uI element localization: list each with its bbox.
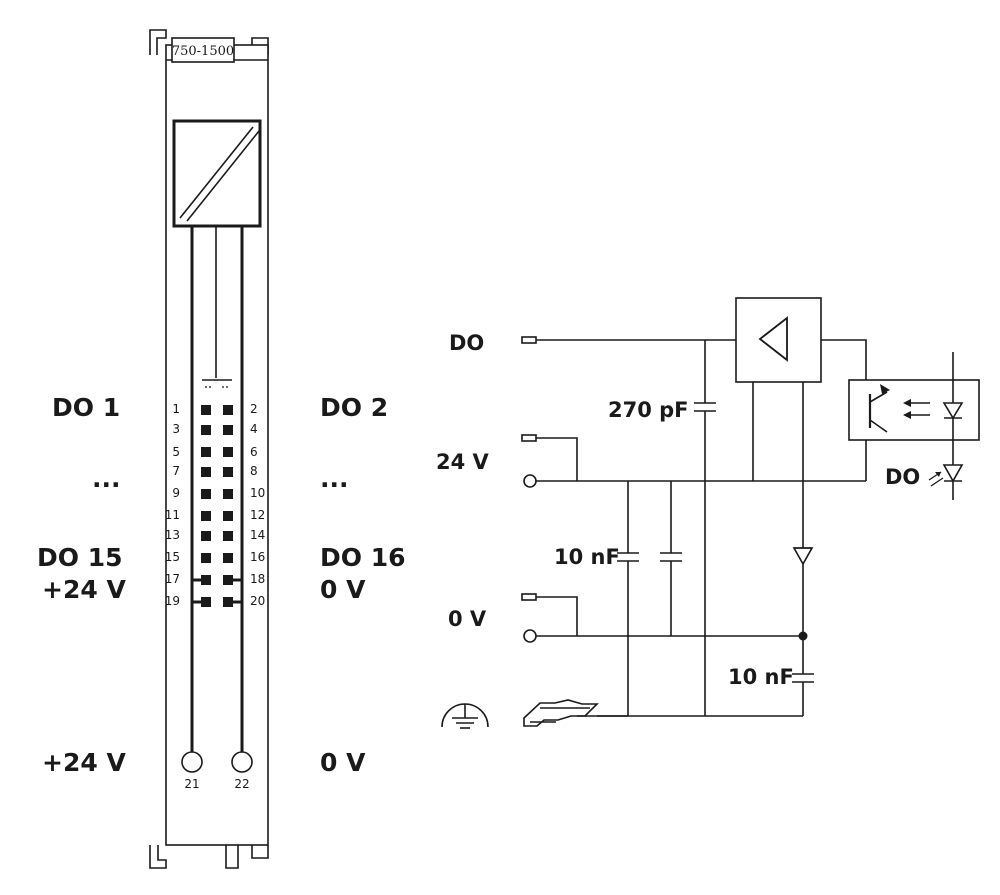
- terminal-square: [223, 597, 233, 607]
- terminal-square: [201, 489, 211, 499]
- circuit-schematic: [441, 297, 980, 729]
- pin-number: 9: [172, 486, 180, 500]
- pin-numbers: 1 3 5 7 9 11 13 15 17 19 2 4 6 8 10 12 1…: [165, 402, 266, 608]
- din-rail-icon: [523, 699, 628, 727]
- earth-ground-icon: [441, 703, 489, 729]
- label-cap-10nf-a: 10 nF: [554, 545, 620, 569]
- terminal-square: [201, 425, 211, 435]
- pin-number: 20: [250, 594, 265, 608]
- label-do1: DO 1: [52, 393, 120, 422]
- label-led-do: DO: [885, 465, 920, 489]
- terminal-24v-top: [521, 434, 537, 442]
- pin-number: 21: [184, 777, 199, 791]
- label-0v-bottom: 0 V: [320, 748, 366, 777]
- terminal-square: [201, 553, 211, 563]
- label-cap-270pf: 270 pF: [608, 398, 689, 422]
- pin-number: 19: [165, 594, 180, 608]
- label-0v: 0 V: [320, 575, 366, 604]
- terminal-square: [201, 467, 211, 477]
- pin-number: 7: [172, 464, 180, 478]
- terminal-do: [521, 336, 537, 344]
- label-plus24v-bottom: +24 V: [42, 748, 126, 777]
- pin-number: 2: [250, 402, 258, 416]
- terminal-square: [223, 575, 233, 585]
- pin-number: 10: [250, 486, 265, 500]
- pin-number: 4: [250, 422, 258, 436]
- terminal-square: [223, 425, 233, 435]
- isolation-converter-symbol: [172, 119, 262, 228]
- pin-number: 13: [165, 528, 180, 542]
- module-internal-conductors: [190, 226, 244, 752]
- label-do2: DO 2: [320, 393, 388, 422]
- pin-number: 17: [165, 572, 180, 586]
- pin-number: 3: [172, 422, 180, 436]
- terminal-24v: [523, 474, 537, 488]
- pin-number: 18: [250, 572, 265, 586]
- label-left-ellipsis: ...: [92, 464, 121, 493]
- terminal-square: [223, 531, 233, 541]
- terminal-square: [201, 447, 211, 457]
- terminal-square: [201, 575, 211, 585]
- terminal-0v: [523, 629, 537, 643]
- pin-number: 14: [250, 528, 265, 542]
- terminal-square: [223, 511, 233, 521]
- terminal-square: [223, 489, 233, 499]
- pin-number: 6: [250, 445, 258, 459]
- pin-number: 11: [165, 508, 180, 522]
- pin-number: 22: [234, 777, 249, 791]
- label-circuit-24v: 24 V: [436, 450, 490, 474]
- label-right-ellipsis: ...: [320, 464, 349, 493]
- terminal-21: [181, 751, 203, 773]
- pin-number: 8: [250, 464, 258, 478]
- label-circuit-0v: 0 V: [448, 607, 487, 631]
- terminal-square: [223, 405, 233, 415]
- optocoupler-box: [848, 379, 980, 441]
- label-do15: DO 15: [37, 543, 123, 572]
- module-type-label: 750-1500: [172, 44, 234, 59]
- terminal-0v-top: [521, 593, 537, 601]
- pin-number: 1: [172, 402, 180, 416]
- driver-box: [735, 297, 822, 383]
- terminal-block: [192, 405, 242, 607]
- label-cap-10nf-b: 10 nF: [728, 665, 794, 689]
- terminal-square: [223, 447, 233, 457]
- terminal-square: [223, 467, 233, 477]
- terminal-square: [201, 511, 211, 521]
- pin-number: 16: [250, 550, 265, 564]
- terminal-square: [223, 553, 233, 563]
- pin-number: 12: [250, 508, 265, 522]
- pin-number: 5: [172, 445, 180, 459]
- pin-number: 15: [165, 550, 180, 564]
- terminal-22: [231, 751, 253, 773]
- module-type-box: [171, 37, 235, 63]
- label-do16: DO 16: [320, 543, 406, 572]
- terminal-square: [201, 405, 211, 415]
- terminal-square: [201, 597, 211, 607]
- label-circuit-do: DO: [449, 331, 484, 355]
- label-plus24v: +24 V: [42, 575, 126, 604]
- terminal-square: [201, 531, 211, 541]
